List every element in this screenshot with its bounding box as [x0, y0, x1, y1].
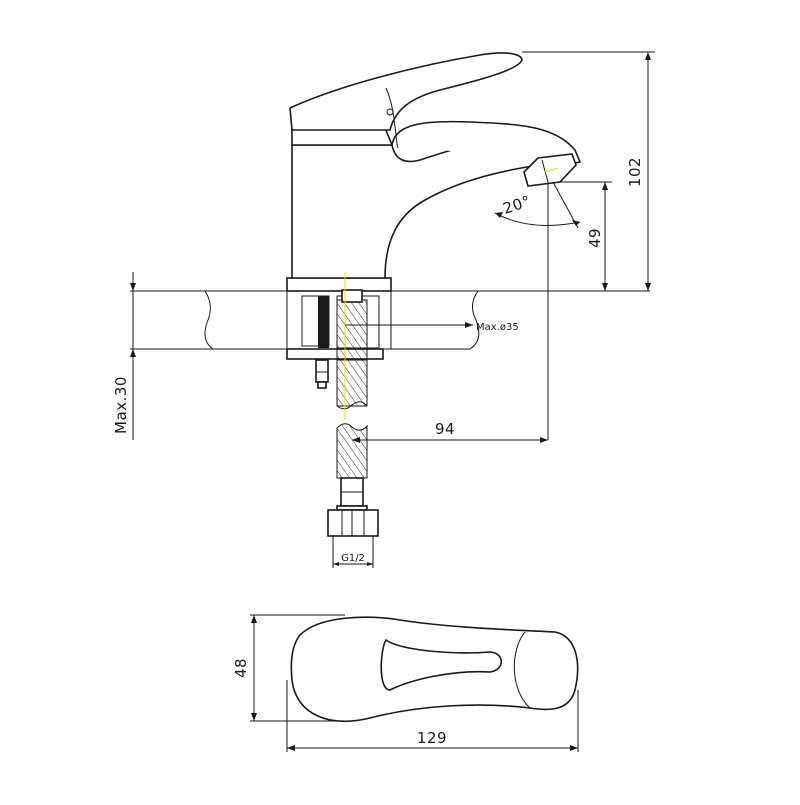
dim-angle: 20°	[501, 192, 533, 218]
countertop-section	[130, 290, 650, 350]
thread-dimension: G1/2	[332, 536, 374, 568]
top-view-dimensions: 48 129	[232, 614, 579, 752]
dim-max30: Max.30	[112, 376, 130, 434]
dim-129: 129	[417, 729, 447, 747]
thickness-dimension: Max.30	[112, 272, 136, 440]
faucet-top-view	[290, 616, 579, 722]
height-dimensions: 102 49	[522, 51, 655, 291]
mounting-assembly	[286, 272, 392, 420]
dim-thread: G1/2	[341, 553, 365, 564]
dim-102: 102	[626, 157, 644, 187]
angle-dimension: 20°	[494, 181, 581, 440]
dim-49: 49	[586, 228, 604, 248]
dim-94: 94	[435, 420, 455, 438]
hose-connector	[327, 423, 379, 537]
hole-dimension: Max.ø35	[345, 322, 519, 333]
dim-hole: Max.ø35	[476, 322, 519, 333]
dim-48: 48	[232, 658, 250, 678]
faucet-side-view	[286, 52, 582, 292]
reach-dimension: 94	[352, 420, 548, 443]
